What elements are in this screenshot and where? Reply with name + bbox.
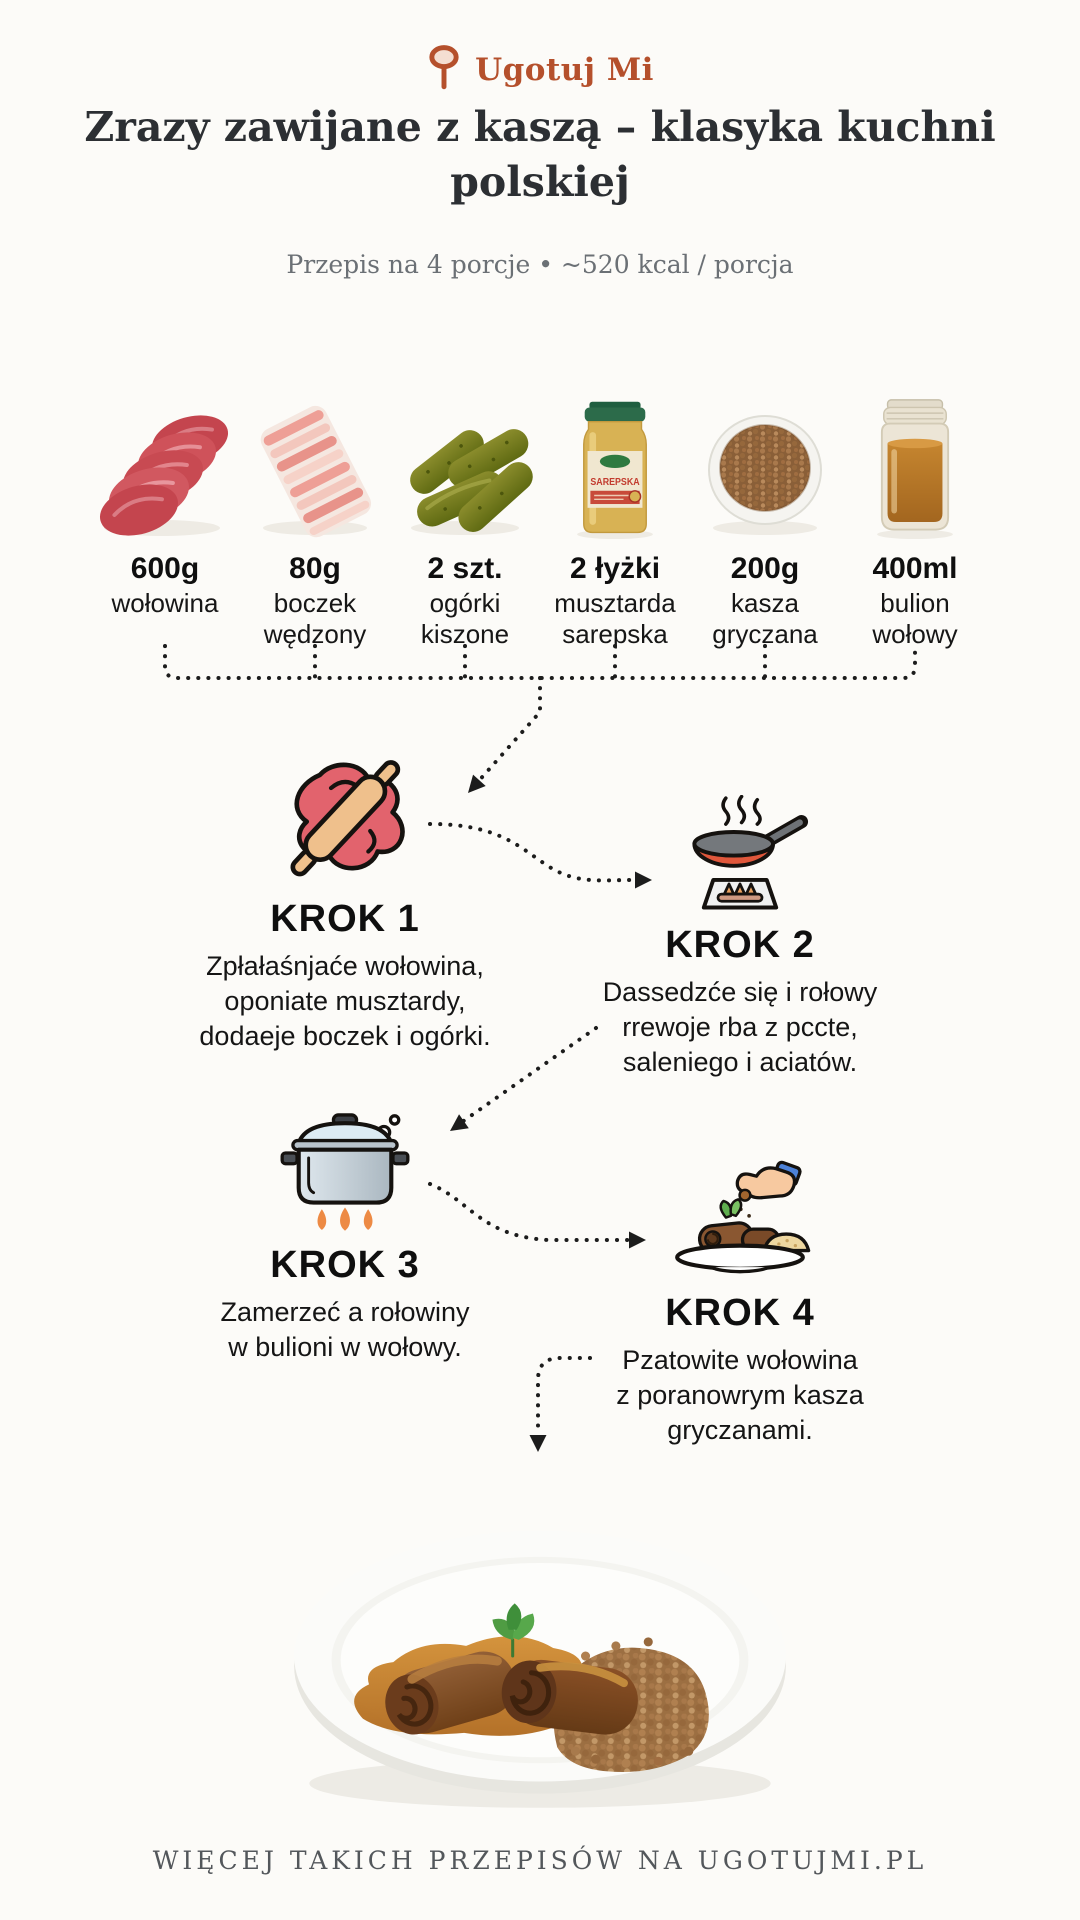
arrowhead — [529, 1435, 547, 1452]
ingredient-qty: 2 szt. — [427, 552, 503, 585]
ingredients-stub-lines — [313, 644, 767, 680]
step-2: KROK 2 Dassedzće się i rołowy rrewoje rb… — [560, 794, 920, 1080]
ingredient-name: bulion wołowy — [872, 588, 958, 649]
ingredient-name: musztarda sarepska — [554, 588, 676, 649]
ingredient-pickles: 2 szt. ogórki kiszone — [390, 398, 540, 650]
ingredient-broth: 400ml bulion wołowy — [840, 398, 990, 650]
plate-garnish-icon — [560, 1158, 920, 1282]
footer-text: WIĘCEJ TAKICH PRZEPISÓW NA UGOTUJMI.PL — [152, 1846, 928, 1875]
step-text: Zpłałaśnjaće wołowina, oponiate musztard… — [199, 951, 491, 1051]
step-title: KROK 1 — [270, 898, 420, 940]
step-title: KROK 4 — [665, 1292, 815, 1334]
title-line-1: Zrazy zawijane z kaszą – klasyka kuchni — [84, 103, 996, 151]
ingredient-bacon: 80g boczek wędzony — [240, 398, 390, 650]
mustard-jar-photo: SAREPSKA — [540, 398, 690, 540]
step-title: KROK 2 — [665, 924, 815, 966]
page-subtitle: Przepis na 4 porcje • ~520 kcal / porcja — [286, 250, 794, 279]
logo-text: Ugotuj Mi — [475, 51, 654, 88]
step-3: KROK 3 Zamerzeć a rołowiny w bulioni w w… — [165, 1110, 525, 1365]
ingredient-name: wołowina — [111, 588, 219, 618]
parsley-garnish — [492, 1603, 535, 1658]
ingredient-qty: 400ml — [872, 552, 958, 585]
mustard-jar-label: SAREPSKA — [590, 477, 640, 488]
ingredient-qty: 80g — [289, 552, 341, 585]
page-title: Zrazy zawijane z kaszą – klasyka kuchni … — [30, 100, 1050, 210]
broth-jar-photo — [840, 398, 990, 540]
step-4: KROK 4 Pzatowite wołowina z poranowrym k… — [560, 1158, 920, 1448]
ingredients-row: 600g wołowina — [90, 398, 990, 650]
step-title: KROK 3 — [270, 1244, 420, 1286]
bacon-photo — [240, 398, 390, 540]
ingredient-qty: 200g — [730, 552, 800, 585]
ingredient-name: kasza gryczana — [712, 588, 818, 649]
ingredient-beef: 600g wołowina — [90, 398, 240, 650]
ingredient-name: boczek wędzony — [263, 588, 367, 649]
ingredient-qty: 600g — [130, 552, 200, 585]
beef-slices-photo — [90, 398, 240, 540]
ingredient-mustard: SAREPSKA 2 łyżki musztarda sarepska — [540, 398, 690, 650]
pickles-photo — [390, 398, 540, 540]
buckwheat-bowl-photo — [690, 398, 840, 540]
title-line-2: polskiej — [450, 158, 630, 206]
step-text: Zamerzeć a rołowiny w bulioni w wołowy. — [220, 1297, 470, 1362]
ingredient-qty: 2 łyżki — [569, 552, 661, 585]
final-dish-photo — [282, 1486, 798, 1820]
ingredient-buckwheat: 200g kasza gryczana — [690, 398, 840, 650]
cooking-pot-icon — [165, 1110, 525, 1234]
step-text: Dassedzće się i rołowy rrewoje rba z pcc… — [602, 977, 878, 1077]
step-1: KROK 1 Zpłałaśnjaće wołowina, oponiate m… — [165, 746, 525, 1054]
logo: Ugotuj Mi — [0, 42, 1080, 97]
rolling-pin-meat-icon — [165, 746, 525, 888]
ingredients-harness-line — [163, 644, 917, 680]
spoon-logo-icon — [426, 42, 462, 97]
ingredient-name: ogórki kiszone — [420, 588, 510, 649]
frying-pan-icon — [560, 794, 920, 914]
step-text: Pzatowite wołowina z poranowrym kasza gr… — [616, 1345, 864, 1445]
